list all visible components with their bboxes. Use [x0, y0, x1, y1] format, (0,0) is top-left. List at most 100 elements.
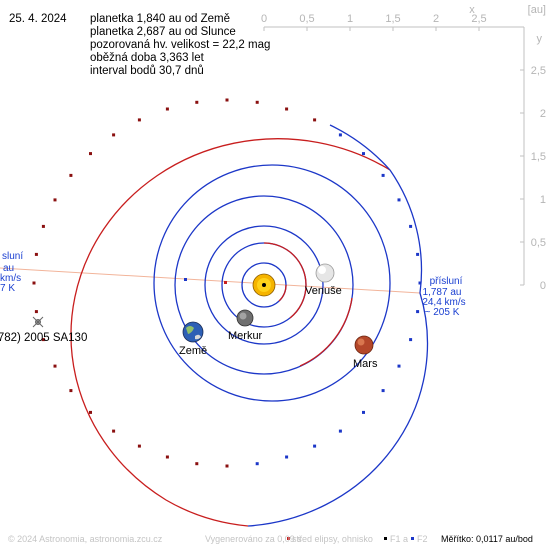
- unit-label: [au]: [528, 4, 546, 16]
- orbit-point: [338, 133, 342, 137]
- orbit-point: [409, 224, 413, 228]
- orbit-point: [32, 281, 36, 285]
- copyright-link[interactable]: © 2024 Astronomia, astronomia.zcu.cz: [8, 534, 163, 544]
- sun: [252, 273, 276, 297]
- orbit-point: [416, 252, 420, 256]
- asteroid-label: (782) 2005 SA130: [0, 332, 87, 344]
- asteroid-orbit-red-top: [329, 124, 391, 171]
- scale-label: Měřítko: 0,0117 au/bod: [441, 534, 533, 544]
- scale-text: Měřítko: 0,0117 au/bod: [441, 534, 533, 544]
- orbit-point: [165, 107, 169, 111]
- asteroid-marker: [32, 316, 44, 328]
- axes: [263, 26, 525, 286]
- x-tick-label: 1,5: [385, 13, 400, 25]
- asteroid-orbit-blue: [247, 169, 429, 527]
- earth-orbit: [204, 225, 324, 345]
- y-tick-label: 1: [540, 194, 546, 206]
- orbit-point: [381, 173, 385, 177]
- ellipse-center-marker: [224, 281, 227, 284]
- legend-f2: F2: [417, 534, 428, 544]
- orbit-point: [313, 118, 317, 122]
- orbit-point: [418, 281, 422, 285]
- venus-label: Venuše: [305, 285, 342, 297]
- orbit-point: [255, 100, 259, 104]
- orbit-point: [397, 198, 401, 202]
- orbit-point: [397, 364, 401, 368]
- info-line: pozorovaná hv. velikost = 22,2 mag: [90, 39, 271, 51]
- x-tick-label: 2,5: [471, 13, 486, 25]
- orbit-point: [255, 462, 259, 466]
- orbit-point: [137, 118, 141, 122]
- venus-orbit-red: [263, 242, 307, 319]
- orbit-point: [225, 98, 229, 102]
- info-line: planetka 1,840 au od Země: [90, 13, 231, 25]
- aphelion-temp: 7 K: [0, 283, 15, 294]
- orbit-point: [69, 173, 73, 177]
- legend-f1-marker: [384, 537, 387, 540]
- orbit-point: [362, 410, 365, 414]
- mercury: [236, 309, 254, 327]
- generated-time: Vygenerováno za 0,09 s: [205, 534, 302, 544]
- orbit-point: [409, 338, 413, 342]
- earth-label: Země: [179, 345, 207, 357]
- orbit-point: [285, 455, 289, 459]
- mars-orbit-red: [299, 297, 353, 367]
- orbit-point: [53, 364, 57, 368]
- y-tick-label: 0: [540, 280, 546, 292]
- asteroid-orbit: [70, 124, 429, 527]
- date-label: 25. 4. 2024: [9, 13, 67, 25]
- aphelion-title: sluní: [2, 251, 23, 262]
- orbit-point: [338, 429, 342, 433]
- y-tick-label: 2,5: [531, 65, 546, 77]
- y-tick-label: 0,5: [531, 237, 546, 249]
- orbit-point: [416, 310, 420, 314]
- mars: [354, 335, 374, 355]
- orbit-point: [137, 444, 141, 448]
- mars-orbit: [174, 195, 354, 375]
- venus: [315, 263, 335, 283]
- orbit-point: [41, 224, 45, 228]
- y-tick-label: 2: [540, 108, 546, 120]
- orbit-point: [69, 389, 73, 393]
- orbit-point: [34, 310, 38, 314]
- perihelion-distance: 1,787 au: [423, 287, 462, 298]
- earth: [182, 321, 204, 343]
- perihelion-speed: 24,4 km/s: [422, 297, 465, 308]
- info-line: oběžná doba 3,363 let: [90, 52, 204, 64]
- info-line: planetka 2,687 au od Slunce: [90, 26, 236, 38]
- axis-labels: 0 0,5 1 1,5 2 2,5 x [au] y 2,5 2 1,5 1 0…: [261, 4, 546, 292]
- orbit-point: [362, 152, 365, 156]
- x-tick-label: 2: [433, 13, 439, 25]
- aphelion-speed: km/s: [0, 273, 21, 284]
- legend-center: střed elipsy, ohnisko: [292, 534, 373, 544]
- orbit-point: [381, 389, 385, 393]
- legend-center-marker: [287, 537, 290, 540]
- info-line: interval bodů 30,7 dnů: [90, 65, 204, 77]
- orbit-point: [112, 429, 116, 433]
- x-tick-label: 0: [261, 13, 267, 25]
- apsis-line: [0, 267, 421, 294]
- orbit-point: [225, 464, 229, 468]
- perihelion-title: přísluní: [430, 276, 463, 287]
- legend-f2-marker: [411, 537, 414, 540]
- mercury-label: Merkur: [228, 330, 263, 342]
- mars-label: Mars: [353, 358, 378, 370]
- orbit-point: [165, 455, 169, 459]
- asteroid-orbit-red: [70, 138, 391, 527]
- orbit-point: [195, 462, 199, 466]
- y-tick-label: 1,5: [531, 151, 546, 163]
- orbit-point: [89, 410, 92, 414]
- x-tick-label: 1: [347, 13, 353, 25]
- aphelion-distance: au: [3, 263, 14, 274]
- focus-f2-marker: [184, 278, 187, 281]
- x-tick-label: 0,5: [299, 13, 314, 25]
- perihelion-temp: ~ 205 K: [425, 307, 460, 318]
- orbit-point: [285, 107, 289, 111]
- x-axis-label: x: [469, 4, 475, 16]
- mercury-orbit-red: [278, 284, 287, 302]
- legend-f1: F1: [390, 534, 401, 544]
- orbit-point: [89, 152, 92, 156]
- orbit-point: [112, 133, 116, 137]
- orbit-point: [41, 338, 45, 342]
